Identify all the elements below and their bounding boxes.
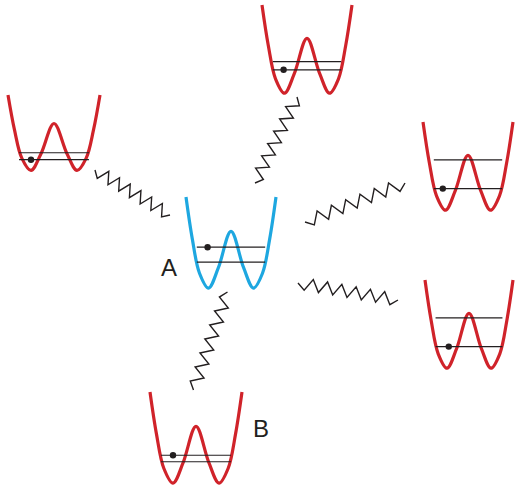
spring xyxy=(298,280,398,305)
state-label: A xyxy=(161,256,177,280)
potential-well xyxy=(423,122,513,210)
spring xyxy=(305,183,405,225)
potential-well xyxy=(425,280,513,368)
double-well xyxy=(423,122,513,210)
spring-connector xyxy=(190,292,228,390)
state-label: B xyxy=(253,417,269,441)
double-well xyxy=(425,280,513,368)
energy-level xyxy=(197,262,265,263)
double-well xyxy=(8,95,100,170)
energy-level xyxy=(436,317,503,318)
particle-dot xyxy=(280,67,286,73)
potential-well xyxy=(150,392,242,483)
particle-dot xyxy=(446,343,452,349)
energy-level xyxy=(19,152,89,153)
double-well xyxy=(262,5,352,93)
energy-level xyxy=(434,159,502,160)
energy-level xyxy=(273,61,341,62)
energy-level xyxy=(161,461,231,462)
potential-well xyxy=(8,95,100,170)
potential-well xyxy=(262,5,352,93)
particle-dot xyxy=(440,185,446,191)
labeled-well-b: B xyxy=(148,390,278,486)
particle-dot xyxy=(170,452,176,458)
labeled-well-a: A xyxy=(155,192,280,292)
spring xyxy=(255,97,299,183)
particle-dot xyxy=(204,244,210,250)
spring xyxy=(95,170,170,217)
potential-well xyxy=(186,197,276,288)
particle-dot xyxy=(28,156,34,162)
